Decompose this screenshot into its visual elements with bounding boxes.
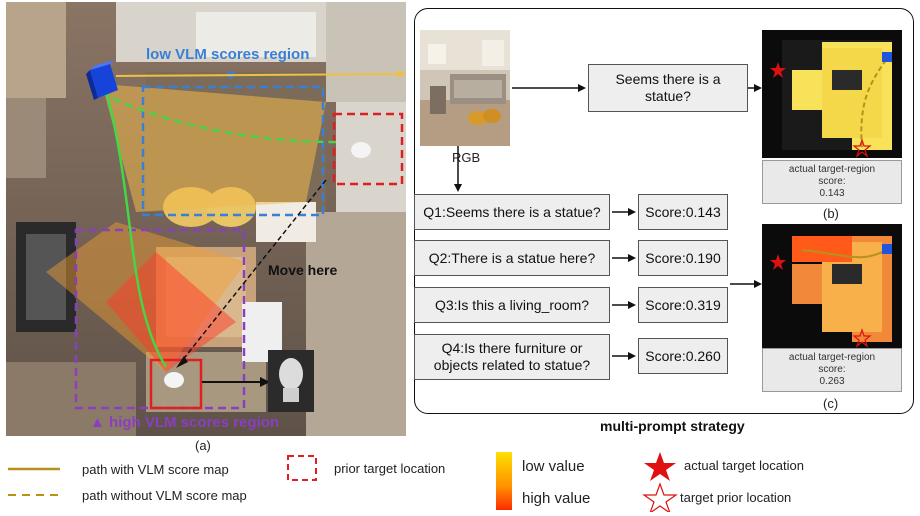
map-c-caption: actual target-region score: 0.263 bbox=[762, 348, 902, 392]
scene-illustration bbox=[6, 2, 406, 436]
map-c-caption-line1: actual target-region bbox=[788, 352, 876, 363]
map-b-caption-line1: actual target-region bbox=[788, 164, 876, 175]
score-map-c-image bbox=[770, 236, 892, 348]
map-b-score-value: 0.143 bbox=[819, 188, 845, 199]
legend-path-with: path with VLM score map bbox=[82, 462, 229, 477]
legend-high-value: high value bbox=[522, 490, 591, 507]
panel-a-caption: (a) bbox=[195, 438, 211, 453]
triangle-up-icon: ▲ bbox=[90, 414, 105, 431]
legend-actual-target: actual target location bbox=[684, 458, 804, 473]
high-region-label: ▲ high VLM scores region bbox=[90, 414, 279, 431]
legend-prior-target: prior target location bbox=[334, 461, 446, 476]
score-map-b-image bbox=[770, 40, 892, 158]
score-map-b bbox=[762, 30, 902, 158]
prompt-q4-box: Q4:Is there furniture or objects related… bbox=[414, 334, 610, 380]
prompt-q2-box: Q2:There is a statue here? bbox=[414, 240, 610, 276]
score-map-c bbox=[762, 224, 902, 348]
map-b-label: (b) bbox=[823, 206, 839, 221]
map-c-caption-line2: score: bbox=[818, 364, 846, 375]
map-b-caption: actual target-region score: 0.143 bbox=[762, 160, 902, 204]
high-region-text: high VLM scores region bbox=[109, 414, 280, 431]
legend-path-without: path without VLM score map bbox=[82, 488, 247, 503]
single-prompt-box: Seems there is a statue? bbox=[588, 64, 748, 112]
low-region-label: low VLM scores region bbox=[146, 46, 310, 63]
rgb-image bbox=[420, 30, 510, 146]
prompt-q3-box: Q3:Is this a living_room? bbox=[414, 287, 610, 323]
score-q3-box: Score:0.319 bbox=[638, 287, 728, 323]
map-b-caption-line2: score: bbox=[818, 176, 846, 187]
legend-swatches bbox=[8, 452, 678, 512]
legend-low-value: low value bbox=[522, 458, 585, 475]
map-c-score-value: 0.263 bbox=[819, 376, 845, 387]
score-q1-box: Score:0.143 bbox=[638, 194, 728, 230]
rgb-label: RGB bbox=[452, 150, 481, 165]
move-here-label: Move here bbox=[268, 262, 338, 278]
prompt-q1-box: Q1:Seems there is a statue? bbox=[414, 194, 610, 230]
score-q2-box: Score:0.190 bbox=[638, 240, 728, 276]
scene-topdown-view: low VLM scores region Move here ▲ high V… bbox=[6, 2, 406, 436]
strategy-label: multi-prompt strategy bbox=[600, 418, 745, 434]
legend: path with VLM score map path without VLM… bbox=[0, 448, 920, 512]
score-q4-box: Score:0.260 bbox=[638, 338, 728, 374]
living-room-photo bbox=[420, 30, 510, 146]
legend-target-prior: target prior location bbox=[680, 490, 792, 505]
map-c-label: (c) bbox=[823, 396, 839, 411]
